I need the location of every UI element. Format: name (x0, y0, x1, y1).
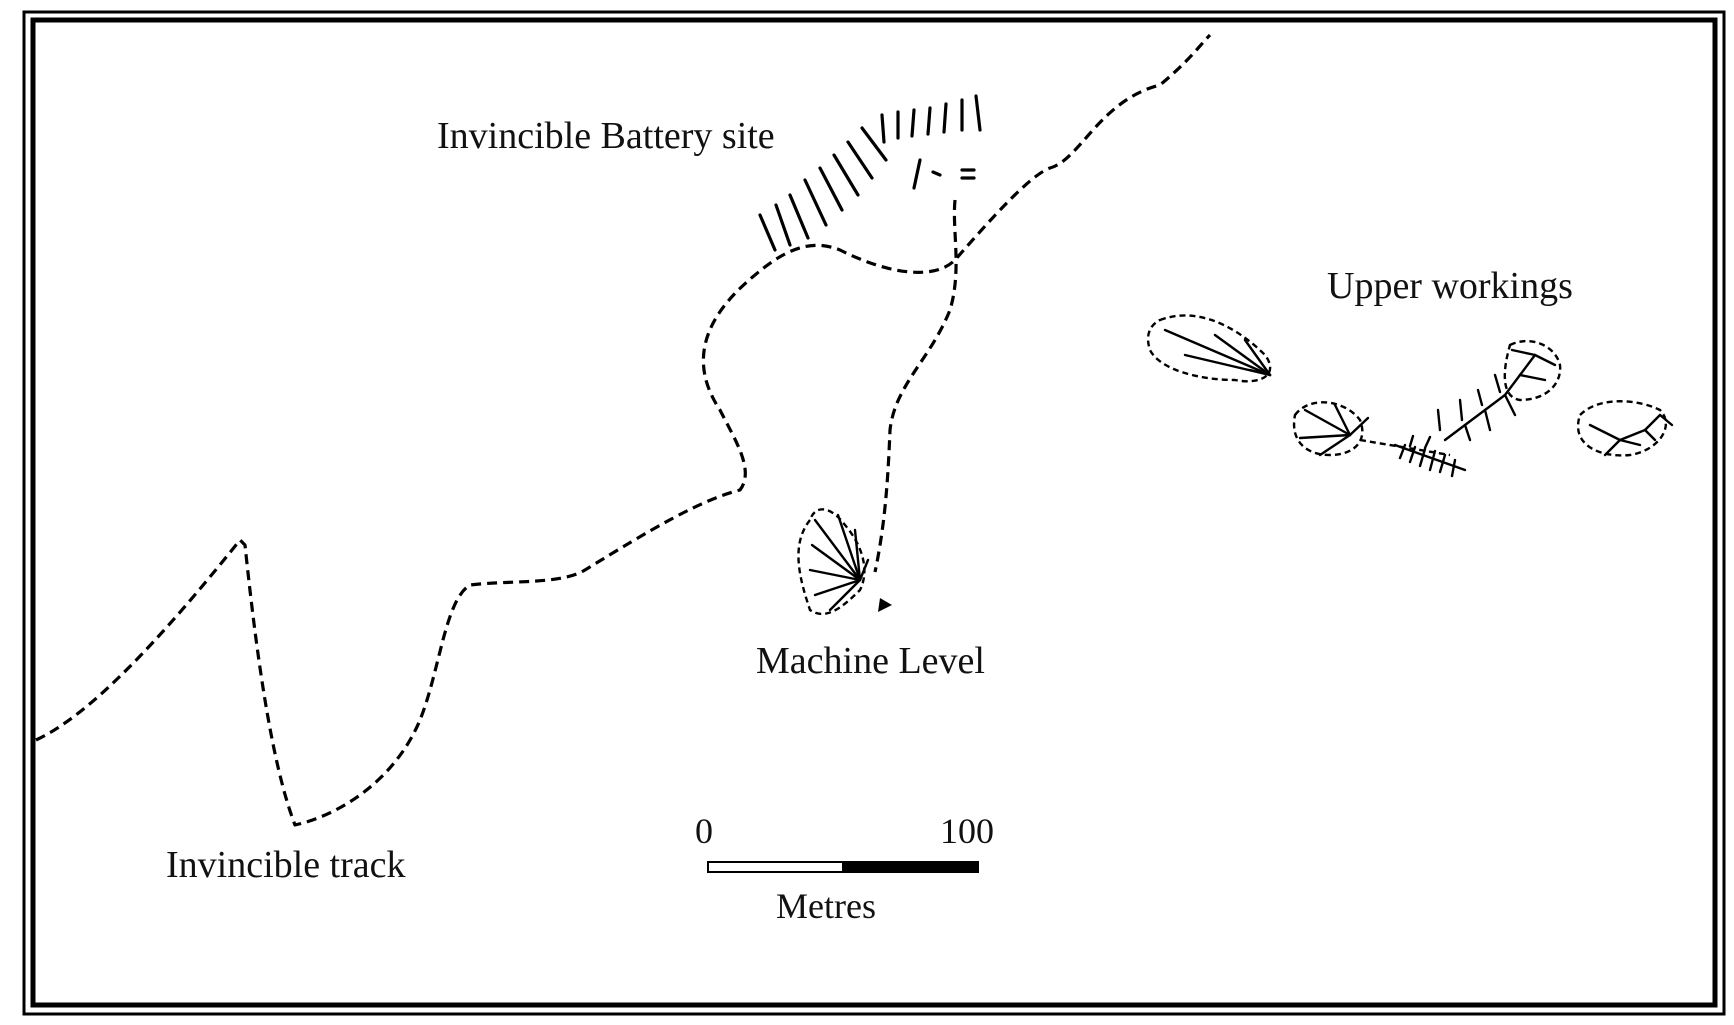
battery-foundations (912, 158, 976, 190)
mine-entrance-arrow-icon (878, 598, 892, 612)
map-frame-inner (30, 17, 1718, 1008)
label-machine-level: Machine Level (756, 640, 985, 682)
upper-workings-dump-2 (1292, 401, 1370, 457)
invincible-track-line (35, 33, 1212, 827)
scale-bar-black-segment (842, 861, 979, 873)
label-upper-workings: Upper workings (1327, 265, 1573, 307)
label-invincible-battery-site: Invincible Battery site (437, 115, 775, 157)
scale-bar: 0 100 Metres (695, 811, 994, 926)
label-invincible-track: Invincible track (166, 844, 406, 886)
upper-workings-dump-1 (1146, 314, 1272, 383)
scale-bar-white-segment (707, 861, 844, 873)
upper-workings-trench (1359, 434, 1467, 478)
scale-bar-end-label: 100 (940, 811, 994, 851)
upper-workings-dump-3 (1436, 339, 1562, 442)
machine-level-dump (797, 508, 870, 616)
map-frame-outer (22, 10, 1726, 1016)
scale-bar-start-label: 0 (695, 811, 713, 851)
battery-to-machine-level-track (873, 199, 958, 573)
battery-site-scarp-hachures (758, 94, 982, 252)
scale-bar-unit-label: Metres (776, 886, 876, 926)
upper-workings-dump-4 (1576, 400, 1674, 457)
